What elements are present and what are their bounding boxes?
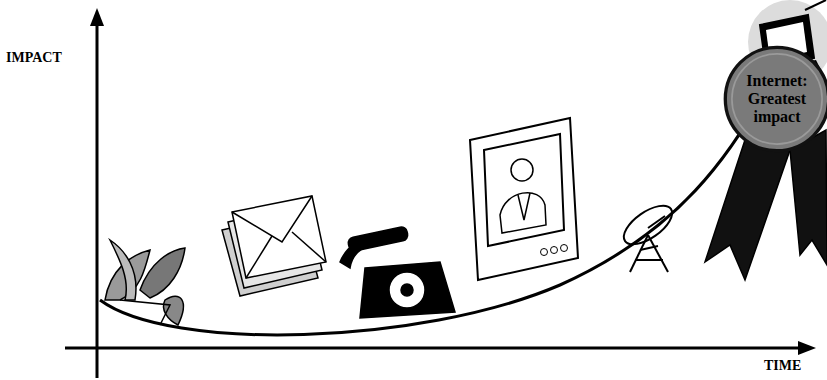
television-icon	[470, 118, 578, 280]
envelope-fold	[246, 236, 272, 278]
presenter-body	[500, 193, 546, 233]
phone-dial-center	[401, 284, 413, 296]
tv-screen	[484, 134, 564, 246]
badge-text-area: Internet: Greatest impact	[722, 44, 827, 154]
tv-knob	[561, 245, 568, 252]
x-axis-arrow	[798, 341, 816, 355]
impact-curve	[100, 10, 802, 335]
x-axis	[65, 347, 800, 350]
tv-knob	[551, 247, 558, 254]
envelope-fold	[292, 232, 326, 262]
ribbon-tail	[705, 140, 790, 280]
signal-line	[805, 0, 826, 10]
satellite-dish-icon	[618, 198, 679, 272]
y-axis-arrow	[90, 8, 104, 26]
award-badge: Internet: Greatest impact	[722, 44, 827, 154]
leaf	[110, 240, 136, 300]
envelopes-icon	[222, 196, 326, 296]
axes	[65, 8, 816, 378]
dish-brace	[640, 246, 658, 250]
tv-knob	[541, 249, 548, 256]
badge-ring	[732, 54, 822, 144]
axis-label: IMPACT	[6, 50, 62, 66]
phone-handset	[347, 226, 409, 252]
tv-cabinet	[470, 118, 578, 280]
ribbon-tail	[790, 130, 827, 265]
leaves-icon	[105, 240, 185, 325]
dish-brace	[635, 259, 663, 261]
phone-dial	[389, 272, 425, 308]
badge-text: Internet: Greatest impact	[736, 72, 818, 126]
dish	[618, 198, 679, 251]
presenter-tie	[518, 193, 530, 220]
presenter-head	[511, 159, 533, 181]
dish-leg	[648, 235, 668, 272]
badge-disc	[725, 47, 827, 150]
y-axis	[96, 22, 99, 378]
axis-label: TIME	[764, 358, 801, 374]
phone-body	[360, 262, 455, 318]
envelope-flap	[232, 196, 312, 242]
ribbon-tails	[705, 130, 827, 280]
envelope	[232, 196, 326, 278]
telephone-icon	[340, 226, 455, 318]
leaf	[140, 248, 185, 298]
